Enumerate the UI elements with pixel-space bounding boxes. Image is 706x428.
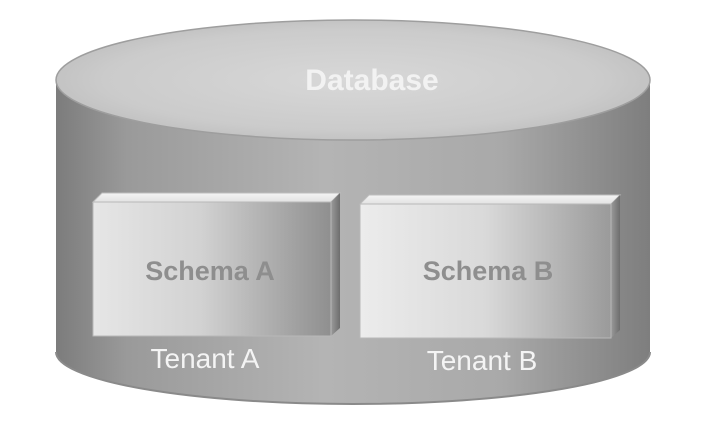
- cylinder-bottom-rim: [55, 351, 651, 405]
- cylinder-top: [55, 19, 651, 141]
- schema-b-box: [358, 194, 622, 339]
- schema-b-top-face: [358, 194, 622, 205]
- schema-a-box: [91, 192, 342, 337]
- schema-a-front-face: [92, 201, 332, 337]
- schema-b-front-face: [359, 203, 612, 339]
- schema-a-label: Schema A: [145, 256, 275, 286]
- tenant-a-label: Tenant A: [151, 343, 260, 374]
- schema-b-label: Schema B: [423, 256, 554, 286]
- schema-a-top-face: [91, 192, 342, 203]
- database-label: Database: [305, 64, 438, 97]
- schema-b-side-face: [611, 195, 620, 338]
- schema-a-side-face: [331, 193, 340, 336]
- tenant-b-label: Tenant B: [427, 345, 538, 376]
